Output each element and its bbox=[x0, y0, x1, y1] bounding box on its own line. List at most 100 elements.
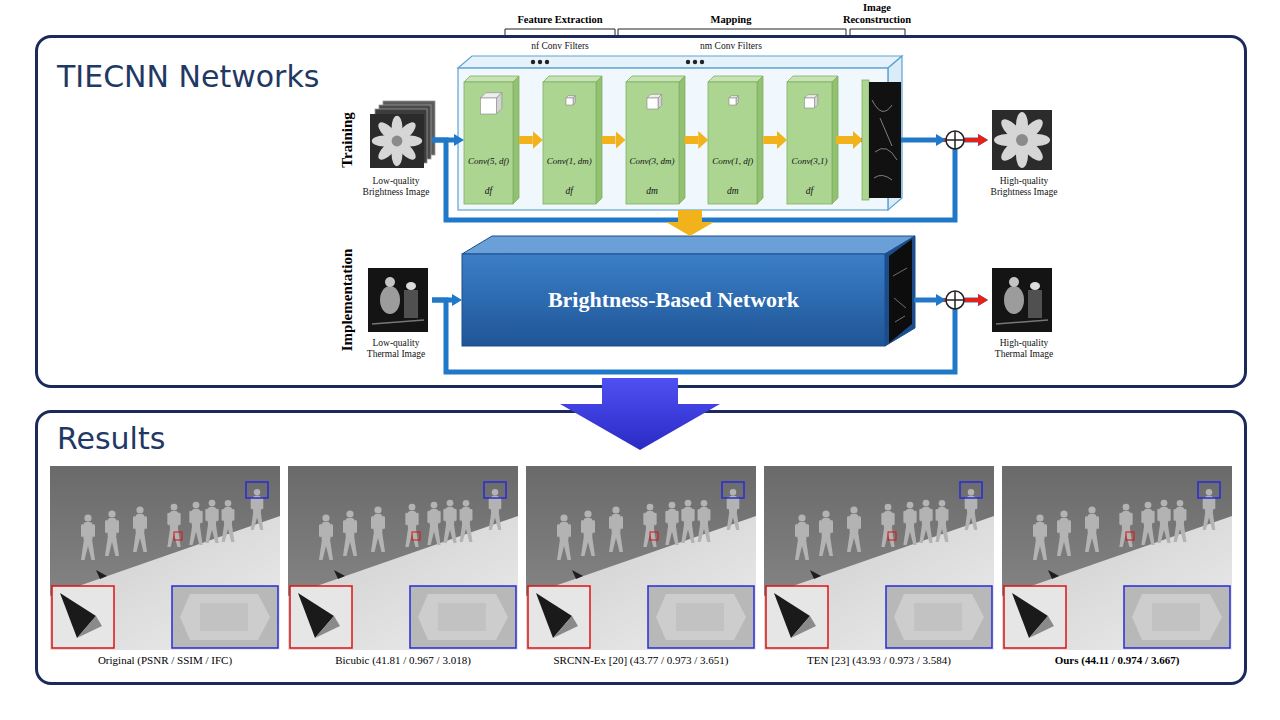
thermal-input-image bbox=[368, 268, 428, 332]
result-image: SRCNN-Ex [20] (43.77 / 0.973 / 3.651) bbox=[526, 466, 756, 672]
label-frame: df bbox=[554, 186, 584, 197]
flow-arrow bbox=[432, 138, 454, 143]
label-frame: Image Reconstruction bbox=[840, 2, 914, 26]
layer-shape bbox=[481, 98, 497, 114]
dimension-label: df bbox=[795, 186, 825, 197]
text-frame: High-quality Thermal Image bbox=[988, 338, 1060, 360]
residual-map bbox=[862, 80, 869, 200]
image-node-text: High-quality Thermal Image bbox=[988, 338, 1060, 360]
output-image bbox=[992, 110, 1052, 170]
panel: ResultsOriginal (PSNR / SSIM / IFC) Bicub… bbox=[35, 410, 1247, 685]
label-frame: Feature Extraction bbox=[500, 14, 620, 26]
layer-shape bbox=[708, 82, 757, 204]
blue-arrow bbox=[901, 134, 946, 146]
result-image: TEN [23] (43.93 / 0.973 / 3.584) bbox=[764, 466, 994, 672]
thermal-output-image bbox=[992, 268, 1052, 332]
network-volume: nf Conv Filters nm Conv FiltersConv(5, df… bbox=[455, 39, 900, 210]
layer-shape bbox=[787, 82, 832, 204]
layer-shape bbox=[464, 76, 519, 204]
conv-layer-text: Conv(3,1) bbox=[791, 156, 827, 166]
residual-map bbox=[869, 82, 901, 198]
row-label: Implementation bbox=[338, 240, 356, 360]
conv-layer: Conv(3,1) bbox=[787, 76, 838, 204]
text-frame: SRCNN-Ex [20] (43.77 / 0.973 / 3.651) bbox=[526, 654, 756, 667]
layer-shape bbox=[787, 76, 838, 204]
text-frame: Brightness-Based Network bbox=[462, 287, 885, 312]
conv-layer: Conv(1, df) bbox=[708, 76, 763, 204]
image-node-text: Low-quality Brightness Image bbox=[360, 176, 432, 198]
ellipsis-dots bbox=[700, 60, 704, 64]
panel-text: TIECNN Networks bbox=[57, 60, 477, 95]
flow-arrow bbox=[519, 136, 533, 144]
layer-shape bbox=[708, 76, 763, 204]
conv-layer: Conv(1, dm) bbox=[543, 76, 602, 204]
section-heading: Mapping bbox=[671, 14, 791, 26]
label-frame: Mapping bbox=[671, 14, 791, 26]
dimension-label: df bbox=[474, 186, 504, 197]
dimension-label: df bbox=[554, 186, 584, 197]
layer-shape bbox=[832, 76, 838, 204]
layer-shape bbox=[626, 82, 679, 204]
result-image: Bicubic (41.81 / 0.967 / 3.018) bbox=[288, 466, 518, 672]
ellipsis-dots bbox=[545, 60, 549, 64]
result-images bbox=[526, 466, 756, 650]
text-frame: Low-quality Brightness Image bbox=[360, 176, 432, 198]
layer-shape bbox=[736, 96, 738, 105]
label-frame: df bbox=[474, 186, 504, 197]
layer-shape bbox=[658, 94, 662, 109]
image-node: High-quality Thermal Image bbox=[988, 268, 1060, 362]
layer-shape bbox=[464, 76, 519, 82]
flow-arrow bbox=[602, 136, 616, 144]
text-frame: TIECNN Networks bbox=[57, 60, 477, 95]
label-frame: Training bbox=[287, 131, 407, 149]
sum-symbol bbox=[946, 291, 964, 309]
block-shape bbox=[462, 254, 885, 346]
text-frame: Conv(5, df) bbox=[464, 150, 513, 168]
layer-shape bbox=[626, 76, 685, 204]
flow-arrow bbox=[432, 298, 452, 303]
image-node: High-quality Brightness Image bbox=[988, 110, 1060, 198]
network-volume-text: nm Conv Filters bbox=[671, 41, 791, 52]
conv-layer-text: Conv(1, dm) bbox=[547, 156, 592, 166]
text-frame: Bicubic (41.81 / 0.967 / 3.018) bbox=[288, 654, 518, 667]
image-node: Low-quality Brightness Image bbox=[360, 110, 432, 198]
network-volume-text: nf Conv Filters bbox=[500, 41, 620, 52]
blue-arrow bbox=[936, 134, 946, 146]
network-volume-outline bbox=[458, 68, 888, 210]
layer-shape bbox=[729, 98, 736, 105]
text-frame: TEN [23] (43.93 / 0.973 / 3.584) bbox=[764, 654, 994, 667]
panel-text: Results bbox=[57, 422, 477, 457]
text-frame: Conv(3,1) bbox=[787, 150, 832, 168]
conv-layer-text: Conv(1, df) bbox=[712, 156, 753, 166]
blue-arrow bbox=[936, 294, 946, 306]
dimension-label: dm bbox=[637, 186, 667, 197]
blue-arrow bbox=[914, 298, 937, 303]
text-frame: Conv(1, dm) bbox=[543, 150, 596, 168]
layer-shape bbox=[708, 76, 763, 82]
image-node-text: Low-quality Thermal Image bbox=[360, 338, 432, 360]
layer-shape bbox=[497, 93, 502, 114]
residual-map bbox=[872, 100, 897, 180]
residual-map bbox=[862, 80, 901, 200]
result-image: Original (PSNR / SSIM / IFC) bbox=[50, 466, 280, 672]
result-images bbox=[764, 466, 994, 650]
text-frame: Low-quality Thermal Image bbox=[360, 338, 432, 360]
result-images bbox=[50, 466, 1232, 650]
label-frame: df bbox=[795, 186, 825, 197]
sum-symbol bbox=[946, 131, 964, 149]
ellipsis-dots bbox=[686, 60, 690, 64]
output-image bbox=[992, 110, 1052, 170]
image-node: Low-quality Thermal Image bbox=[360, 268, 432, 362]
label-frame: dm bbox=[718, 186, 748, 197]
result-images bbox=[1002, 466, 1232, 650]
ellipsis-dots bbox=[693, 60, 697, 64]
text-frame: nf Conv Filters bbox=[500, 41, 620, 52]
section-heading: Image Reconstruction bbox=[840, 2, 914, 26]
sum-symbol bbox=[946, 291, 964, 309]
flow-arrow bbox=[763, 136, 777, 144]
result-image-text: Original (PSNR / SSIM / IFC) bbox=[50, 654, 280, 667]
block-shape bbox=[893, 268, 907, 322]
yellow-arrow bbox=[853, 131, 863, 149]
